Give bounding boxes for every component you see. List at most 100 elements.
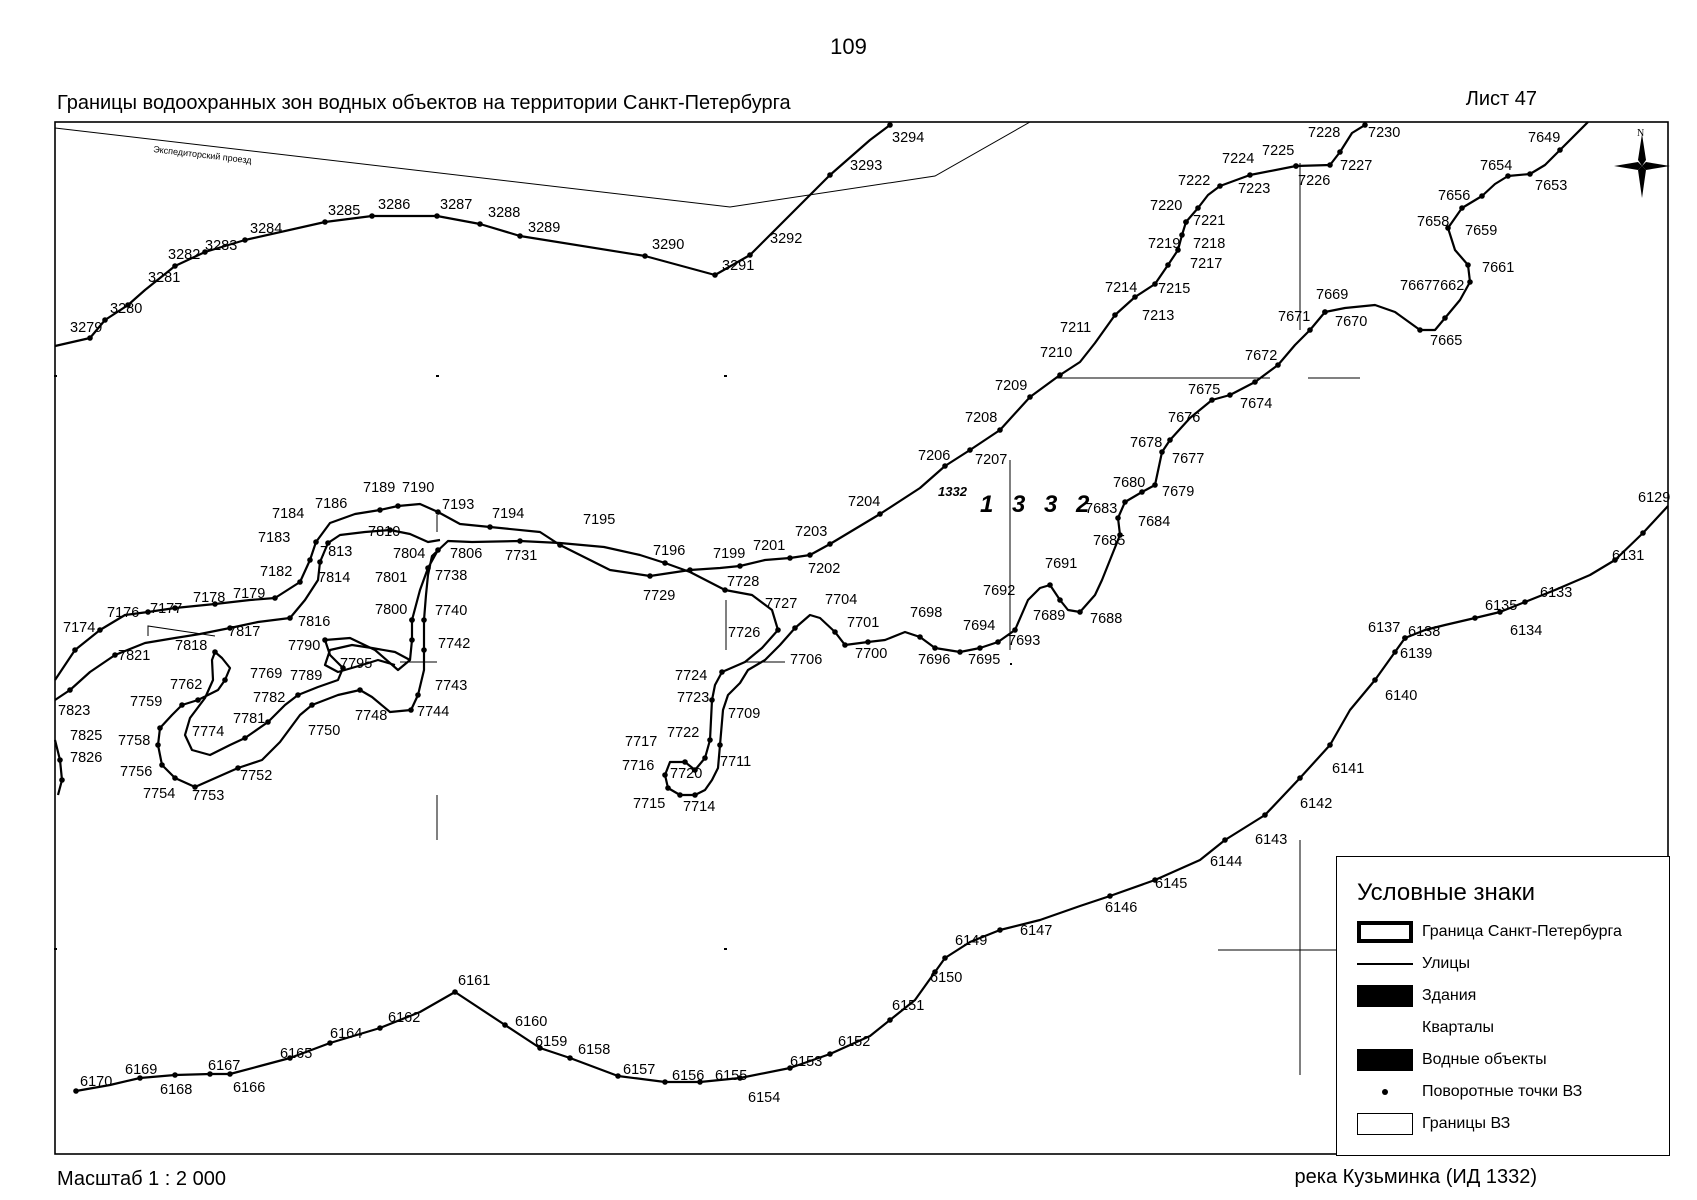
point-label-7700: 7700 [855, 646, 887, 662]
zone-boundary-outer-north [54, 124, 1366, 681]
turning-point-6156 [662, 1079, 668, 1085]
turning-point-7680 [1139, 489, 1145, 495]
point-label-7226: 7226 [1298, 173, 1330, 189]
point-label-3283: 3283 [205, 238, 237, 254]
zone-boundary-inner-loop [54, 528, 441, 701]
point-label-7823: 7823 [58, 703, 90, 719]
turning-point-6161 [452, 989, 458, 995]
turning-point-7717 [662, 772, 668, 778]
point-label-7758: 7758 [118, 733, 150, 749]
turning-point-7759 [157, 725, 163, 731]
point-label-7744: 7744 [417, 704, 449, 720]
turning-point-7754 [172, 775, 178, 781]
point-label-7717: 7717 [625, 734, 657, 750]
turning-point-6157 [615, 1073, 621, 1079]
point-label-3279: 3279 [70, 320, 102, 336]
turning-point-7753 [192, 784, 198, 790]
turning-point-7700 [865, 639, 871, 645]
turning-point-6135 [1472, 615, 1478, 621]
point-label-6129: 6129 [1638, 490, 1670, 506]
turning-point-7217 [1165, 262, 1171, 268]
point-label-7813: 7813 [320, 544, 352, 560]
turning-point-7208 [967, 447, 973, 453]
point-label-6152: 6152 [838, 1034, 870, 1050]
river-label: река Кузьминка (ИД 1332) [1294, 1166, 1537, 1188]
point-label-7178: 7178 [193, 590, 225, 606]
point-label-7217: 7217 [1190, 256, 1222, 272]
turning-point-3287 [434, 213, 440, 219]
turning-point-3292 [747, 252, 753, 258]
point-label-7183: 7183 [258, 530, 290, 546]
point-label-6161: 6161 [458, 973, 490, 989]
turning-point-7228 [1337, 149, 1343, 155]
point-label-7817: 7817 [228, 624, 260, 640]
point-label-7220: 7220 [1150, 198, 1182, 214]
turning-point-7716 [665, 785, 671, 791]
turning-point-7689 [1057, 597, 1063, 603]
turning-point-6149 [942, 955, 948, 961]
point-label-6164: 6164 [330, 1026, 362, 1042]
zone-boundary-7795-loop [323, 643, 411, 674]
turning-point-7190 [395, 503, 401, 509]
map-title: Границы водоохранных зон водных объектов… [57, 92, 791, 114]
point-label-6149: 6149 [955, 933, 987, 949]
turning-point-7176 [97, 627, 103, 633]
point-label-6145: 6145 [1155, 876, 1187, 892]
turning-point-7224 [1247, 172, 1253, 178]
point-label-7206: 7206 [918, 448, 950, 464]
point-label-7715: 7715 [633, 796, 665, 812]
point-label-7709: 7709 [728, 706, 760, 722]
point-label-7202: 7202 [808, 561, 840, 577]
turning-point-6143 [1262, 812, 1268, 818]
point-label-7189: 7189 [363, 480, 395, 496]
turning-point-7817 [227, 625, 233, 631]
turning-point-7193 [435, 509, 441, 515]
turning-point-7674 [1252, 379, 1258, 385]
point-label-7669: 7669 [1316, 287, 1348, 303]
turning-point-7656 [1479, 193, 1485, 199]
point-label-7704: 7704 [825, 592, 857, 608]
point-label-6146: 6146 [1105, 900, 1137, 916]
turning-point-7649 [1557, 147, 1563, 153]
turning-point-7818 [212, 649, 218, 655]
object-id-small: 1332 [938, 484, 968, 499]
point-label-3280: 3280 [110, 301, 142, 317]
point-label-7184: 7184 [272, 506, 304, 522]
point-label-7667: 7667 [1400, 278, 1432, 294]
turning-point-6169 [137, 1075, 143, 1081]
turning-point-7790 [322, 637, 328, 643]
turning-point-7202 [787, 555, 793, 561]
point-label-7728: 7728 [727, 574, 759, 590]
turning-point-7226 [1293, 163, 1299, 169]
turning-point-7219 [1179, 232, 1185, 238]
point-label-7711: 7711 [720, 754, 751, 770]
turning-point-6160 [502, 1022, 508, 1028]
point-label-7228: 7228 [1308, 125, 1340, 141]
point-label-7218: 7218 [1193, 236, 1225, 252]
turning-point-7221 [1183, 219, 1189, 225]
turning-point-6141 [1327, 742, 1333, 748]
point-label-7672: 7672 [1245, 348, 1277, 364]
point-label-6170: 6170 [80, 1074, 112, 1090]
water-symbol [1357, 1049, 1413, 1071]
zone-boundary-7826-stub [53, 739, 64, 796]
point-label-7665: 7665 [1430, 333, 1462, 349]
point-label-3294: 3294 [892, 130, 924, 146]
point-label-6157: 6157 [623, 1062, 655, 1078]
turning-point-7182 [272, 595, 278, 601]
point-label-7810: 7810 [368, 524, 400, 540]
point-label-7661: 7661 [1482, 260, 1514, 276]
point-label-7224: 7224 [1222, 151, 1254, 167]
point-label-7211: 7211 [1060, 320, 1091, 336]
point-label-6142: 6142 [1300, 796, 1332, 812]
turning-point-7724 [707, 737, 713, 743]
turning-point-7752 [235, 765, 241, 771]
point-label-7194: 7194 [492, 506, 524, 522]
legend: Условные знаки Граница Санкт-Петербурга … [1336, 856, 1670, 1156]
turning-point-7218 [1175, 247, 1181, 253]
turning-point-7177 [145, 609, 151, 615]
point-label-7804: 7804 [393, 546, 425, 562]
turning-point-7696 [932, 645, 938, 651]
turning-point-3282 [172, 263, 178, 269]
